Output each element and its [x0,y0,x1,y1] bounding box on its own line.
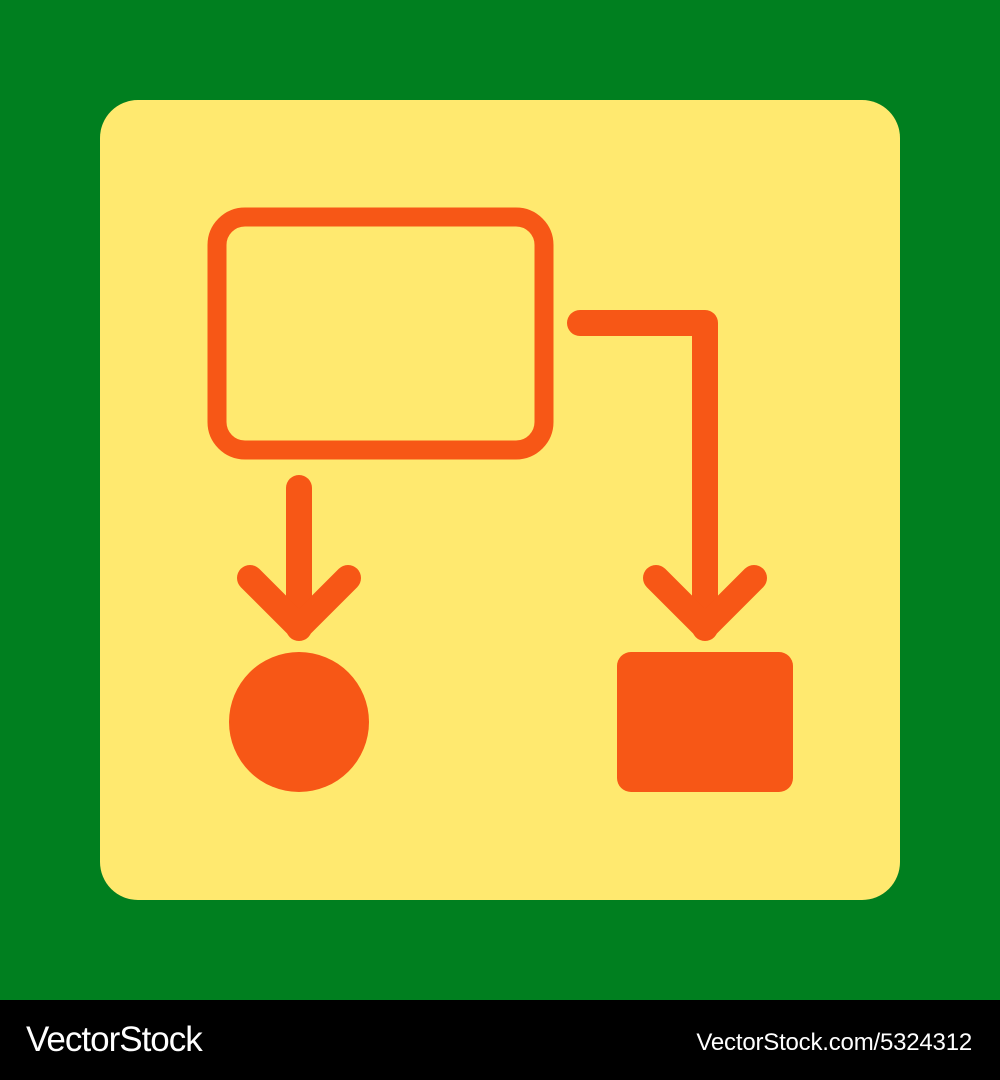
terminal-square [617,652,793,792]
icon-artwork [0,0,1000,1000]
terminal-circle [229,652,369,792]
image-id-label: VectorStock.com/5324312 [696,1029,972,1056]
left-arrow-head-icon [237,565,361,640]
flowchart-icon [100,100,900,900]
process-box-outline [207,207,554,460]
right-arrow-head-icon [643,565,767,640]
brand-logo: VectorStock [26,1020,203,1059]
right-connector-line [567,310,718,641]
watermark-bar: VectorStock VectorStock.com/5324312 [0,1000,1000,1080]
